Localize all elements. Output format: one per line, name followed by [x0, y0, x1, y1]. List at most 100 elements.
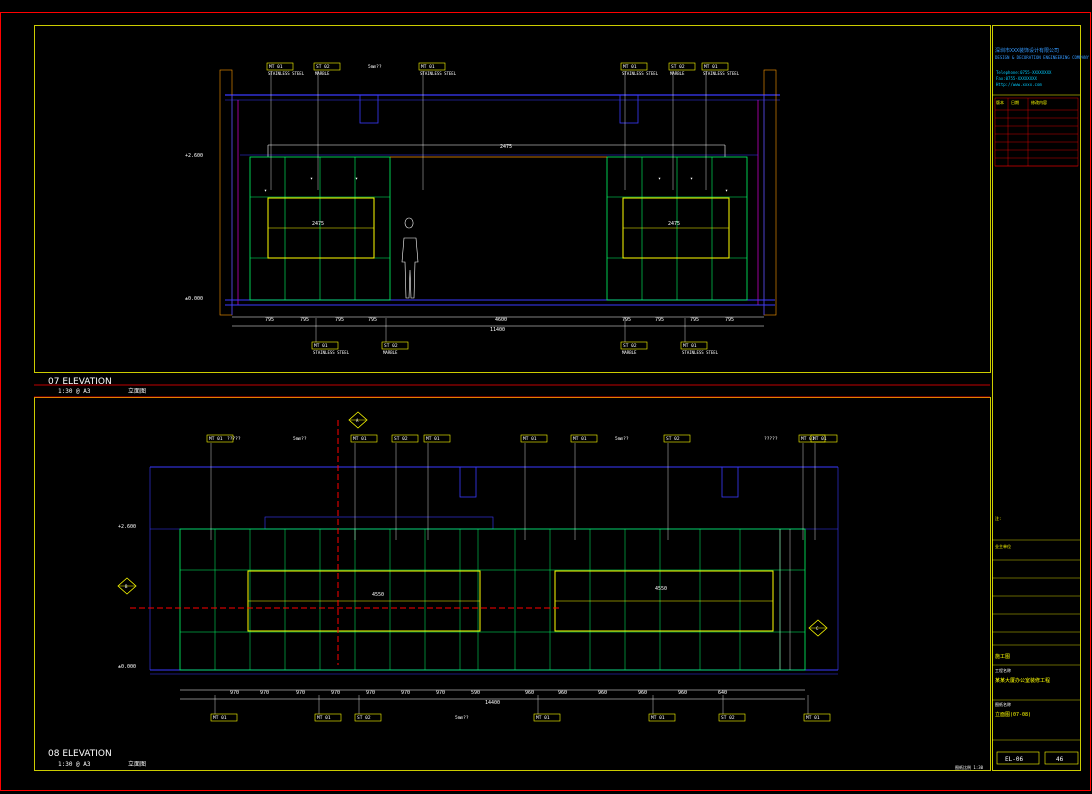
upper-bottom-tag-code: ST 02 — [384, 343, 398, 349]
upper-elevation: ▾ ▾ ▾ ▾ ▾ ▾ — [219, 69, 780, 327]
upper-dim-label: 795 — [335, 317, 344, 323]
project-name: 某某大厦办公室装修工程 — [995, 677, 1050, 684]
upper-view-title: 07 ELEVATION — [48, 377, 112, 387]
lower-view-frame — [34, 397, 991, 771]
lower-bottom-tag-box — [803, 713, 831, 722]
lower-top-note: 5mm?? — [615, 436, 629, 442]
upper-top-tag-box — [620, 62, 648, 71]
svg-text:▾: ▾ — [355, 176, 358, 182]
lower-top-tag-code: MT 01 — [813, 436, 827, 442]
upper-bottom-tag-code: MT 01 — [314, 343, 328, 349]
lower-dim-total: 14400 — [485, 700, 500, 706]
company-name: 深圳市XXX装饰设计有限公司 — [995, 47, 1059, 54]
rev-header-3: 修改内容 — [1031, 99, 1047, 105]
lower-dim-mid-2: 4550 — [655, 586, 667, 592]
svg-text:▾: ▾ — [310, 176, 313, 182]
company-tel: Telephone:0755-XXXXXXXX — [996, 70, 1052, 75]
upper-top-tag-note: STAINLESS STEEL — [622, 71, 659, 76]
upper-bottom-tag-box — [311, 341, 339, 350]
lower-view-subtitle: 立面图 — [128, 760, 146, 768]
upper-view-subtitle: 立面图 — [128, 387, 146, 395]
drawing-name: 立面图(07-08) — [995, 711, 1031, 718]
lower-bottom-tag-box — [354, 713, 382, 722]
lower-top-note: ????? — [227, 436, 241, 442]
section-mark-a-label: A — [356, 418, 359, 423]
lower-top-tag-code: ST 02 — [394, 436, 408, 442]
lower-dim-mid-1: 4550 — [372, 592, 384, 598]
lower-dim-label: 970 — [366, 690, 375, 696]
upper-top-tag-note: STAINLESS STEEL — [268, 71, 305, 76]
upper-top-tag-box — [418, 62, 446, 71]
upper-top-tag-code: ST 02 — [316, 64, 330, 70]
lower-top-tag-box — [391, 434, 419, 443]
upper-bottom-tag-note: STAINLESS STEEL — [682, 350, 719, 355]
upper-inner-label-1: 2475 — [312, 221, 324, 227]
lower-top-tag-code: ST 02 — [666, 436, 680, 442]
upper-top-tag-box — [266, 62, 294, 71]
lower-bottom-tag-code: ST 02 — [357, 715, 371, 721]
upper-dim-label: 795 — [690, 317, 699, 323]
lower-top-tag-box — [206, 434, 234, 443]
lower-bottom-tag-box — [648, 713, 676, 722]
lower-top-tag-code: MT 01 — [353, 436, 367, 442]
outer-frame — [0, 12, 1091, 791]
lower-bottom-tag-code: ST 02 — [721, 715, 735, 721]
upper-dim-label: 795 — [725, 317, 734, 323]
lower-bottom-tag-code: MT 01 — [317, 715, 331, 721]
lower-view-scale: 1:30 @ A3 — [58, 761, 91, 768]
section-mark-b — [117, 577, 137, 595]
page-number: 46 — [1056, 756, 1064, 763]
lower-bottom-tag-box — [210, 713, 238, 722]
scale-figure — [401, 217, 419, 299]
upper-top-tag-code: MT 01 — [421, 64, 435, 70]
upper-bottom-tag-note: STAINLESS STEEL — [313, 350, 350, 355]
upper-dim-label: 795 — [300, 317, 309, 323]
svg-text:▾: ▾ — [690, 176, 693, 182]
upper-dim-label: 795 — [265, 317, 274, 323]
lower-dim-label: 960 — [638, 690, 647, 696]
upper-dim-label: 795 — [655, 317, 664, 323]
sheet-number: EL-06 — [1005, 756, 1023, 763]
upper-bottom-tag-code: MT 01 — [683, 343, 697, 349]
lower-bottom-tag-code: MT 01 — [213, 715, 227, 721]
company-name-en: DESIGN & DECORATION ENGINEERING COMPANY — [995, 55, 1090, 60]
lower-top-tag-code: MT 01 — [573, 436, 587, 442]
lower-top-notes: ????? 5mm?? 5mm??????? — [227, 436, 778, 442]
lower-top-tag-box — [810, 434, 838, 443]
lower-dim-label: 960 — [598, 690, 607, 696]
upper-bottom-tag-code: ST 02 — [623, 343, 637, 349]
upper-level-bottom: ±0.000 — [185, 296, 203, 302]
lower-top-tag-code: MT 01 — [209, 436, 223, 442]
upper-bottom-tag-box — [381, 341, 409, 350]
upper-dim-label: 4600 — [495, 317, 507, 323]
lower-top-tag-box — [663, 434, 691, 443]
section-mark-a — [348, 411, 368, 429]
lower-top-note: 5mm?? — [293, 436, 307, 442]
upper-top-tag-note: MARBLE — [670, 71, 685, 76]
lower-top-tag-box — [423, 434, 451, 443]
lower-dim-label: 960 — [558, 690, 567, 696]
upper-bottom-tag-note: MARBLE — [622, 350, 637, 355]
lower-top-tag-box — [520, 434, 548, 443]
lower-dim-label: 590 — [471, 690, 480, 696]
upper-view-frame — [34, 25, 991, 373]
lower-top-tag-box — [570, 434, 598, 443]
notes-label: 注: — [995, 515, 1001, 521]
upper-top-tag-note: STAINLESS STEEL — [703, 71, 740, 76]
upper-bottom-tag-note: MARBLE — [383, 350, 398, 355]
upper-dim-label: 795 — [368, 317, 377, 323]
lower-dim-label: 970 — [260, 690, 269, 696]
upper-bottom-tag-box — [620, 341, 648, 350]
upper-span-label: 2475 — [500, 144, 512, 150]
upper-top-tag-box — [313, 62, 341, 71]
lower-bottom-note: 5mm?? — [455, 715, 469, 721]
lower-top-note: ????? — [764, 436, 778, 442]
lower-dim-label: 970 — [331, 690, 340, 696]
